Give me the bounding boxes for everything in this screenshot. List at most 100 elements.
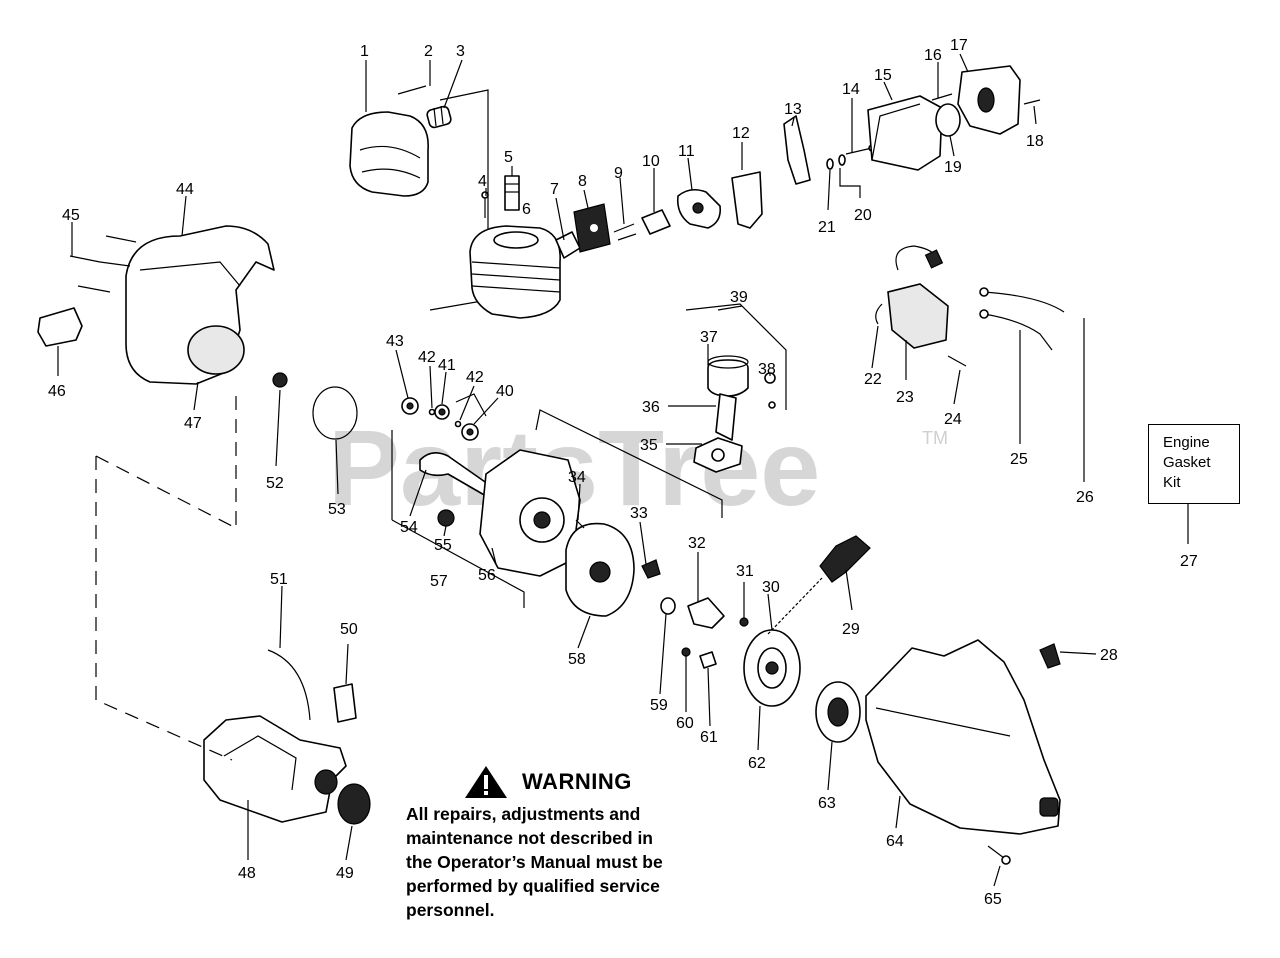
part-carburetor[interactable] (676, 188, 722, 229)
part-starter-handle-29[interactable] (819, 535, 871, 583)
part-washer-42b[interactable] (454, 420, 462, 428)
part-cylinder[interactable] (469, 225, 561, 319)
callout-4: 4 (478, 173, 487, 190)
part-starter-rope-30[interactable] (767, 577, 823, 635)
part-screw-60[interactable] (681, 647, 691, 657)
part-fuel-filter-50[interactable] (333, 683, 357, 723)
part-nut-55[interactable] (437, 509, 455, 527)
callout-16: 16 (924, 47, 942, 64)
part-screw-31[interactable] (739, 617, 749, 627)
callout-63: 63 (818, 795, 836, 812)
part-clip-28[interactable] (1039, 643, 1061, 669)
callout-32: 32 (688, 535, 706, 552)
callout-44: 44 (176, 181, 194, 198)
part-starter-pulley-62[interactable] (743, 629, 801, 707)
part-clamp-46[interactable] (37, 307, 83, 347)
part-filter-cover-15[interactable] (867, 95, 943, 171)
part-spark-plug[interactable] (504, 175, 520, 211)
part-gasket-10[interactable] (641, 209, 671, 235)
part-washer-59[interactable] (660, 597, 676, 615)
part-filter-housing-17[interactable] (957, 65, 1021, 135)
callout-64: 64 (886, 833, 904, 850)
callout-11: 11 (678, 143, 695, 160)
part-muffler[interactable] (349, 111, 429, 197)
callout-57: 57 (430, 573, 448, 590)
callout-59: 59 (650, 697, 668, 714)
warning-line-2: maintenance not described in (406, 828, 653, 848)
part-o-ring-53[interactable] (312, 386, 358, 440)
part-plate-12[interactable] (731, 171, 763, 229)
callout-2: 2 (424, 43, 433, 60)
part-insulator-8[interactable] (573, 203, 611, 253)
part-screws-9[interactable] (613, 223, 637, 241)
callout-36: 36 (642, 399, 660, 416)
part-filter-19[interactable] (935, 103, 961, 137)
callout-54: 54 (400, 519, 418, 536)
callout-49: 49 (336, 865, 354, 882)
callout-35: 35 (640, 437, 658, 454)
part-washer-42[interactable] (428, 408, 436, 416)
callout-31: 31 (736, 563, 754, 580)
part-bolt-4[interactable] (481, 191, 489, 218)
part-grommet-52[interactable] (272, 372, 288, 388)
callout-25: 25 (1010, 451, 1028, 468)
part-crankcase-56[interactable] (479, 449, 581, 577)
callout-8: 8 (578, 173, 587, 190)
callout-38: 38 (758, 361, 776, 378)
part-washers-21[interactable] (826, 154, 846, 170)
part-clip-34[interactable] (575, 519, 585, 529)
part-plate-61[interactable] (699, 651, 717, 669)
callout-13: 13 (784, 101, 802, 118)
callout-7: 7 (550, 181, 559, 198)
part-spring-33[interactable] (641, 559, 661, 579)
part-fuel-tank-48[interactable] (203, 715, 347, 823)
part-seal-41[interactable] (434, 404, 450, 420)
kit-box-line-2: Gasket (1163, 454, 1211, 471)
callout-34: 34 (568, 469, 586, 486)
callout-43: 43 (386, 333, 404, 350)
part-base-gasket-35[interactable] (693, 437, 743, 473)
engine-gasket-kit-box[interactable]: Engine Gasket Kit (1148, 424, 1240, 504)
callout-61: 61 (700, 729, 718, 746)
callout-26: 26 (1076, 489, 1094, 506)
part-ignition-wire-22[interactable] (875, 303, 883, 325)
callout-24: 24 (944, 411, 962, 428)
part-ignition-module[interactable] (887, 245, 949, 349)
part-recoil-spring-63[interactable] (815, 681, 861, 743)
part-bracket-13[interactable] (783, 115, 811, 185)
callout-53: 53 (328, 501, 346, 518)
part-screw-65[interactable] (987, 845, 1011, 865)
callout-46: 46 (48, 383, 66, 400)
callout-65: 65 (984, 891, 1002, 908)
part-lead-25[interactable] (979, 309, 1053, 351)
callout-6: 6 (522, 201, 531, 218)
part-engine-shroud[interactable] (125, 225, 275, 385)
part-flywheel-58[interactable] (565, 522, 635, 617)
warning-line-1: All repairs, adjustments and (406, 804, 641, 824)
callout-18: 18 (1026, 133, 1044, 150)
part-screw-2[interactable] (397, 85, 427, 95)
part-fuel-line-51[interactable] (267, 649, 311, 721)
part-lead-26[interactable] (979, 287, 1065, 313)
part-bearing-40[interactable] (461, 423, 479, 441)
callout-48: 48 (238, 865, 256, 882)
callout-1: 1 (360, 43, 369, 60)
part-spring-3[interactable] (426, 105, 452, 129)
part-shaft-32[interactable] (687, 597, 725, 629)
part-connecting-rod-36[interactable] (715, 393, 737, 441)
part-pin-38[interactable] (764, 372, 776, 409)
part-screw-16[interactable] (931, 93, 953, 101)
part-screws-45[interactable] (69, 235, 137, 293)
part-screw-18[interactable] (1023, 99, 1041, 105)
part-bearing-43[interactable] (401, 397, 419, 415)
callout-60: 60 (676, 715, 694, 732)
part-starter-housing-64[interactable] (865, 639, 1061, 835)
part-piston[interactable] (707, 359, 749, 397)
callout-17: 17 (950, 37, 968, 54)
callout-42b: 42 (466, 369, 484, 386)
part-fuel-cap-49[interactable] (337, 783, 371, 825)
callout-30: 30 (762, 579, 780, 596)
part-screw-24[interactable] (947, 355, 967, 367)
callout-19: 19 (944, 159, 962, 176)
